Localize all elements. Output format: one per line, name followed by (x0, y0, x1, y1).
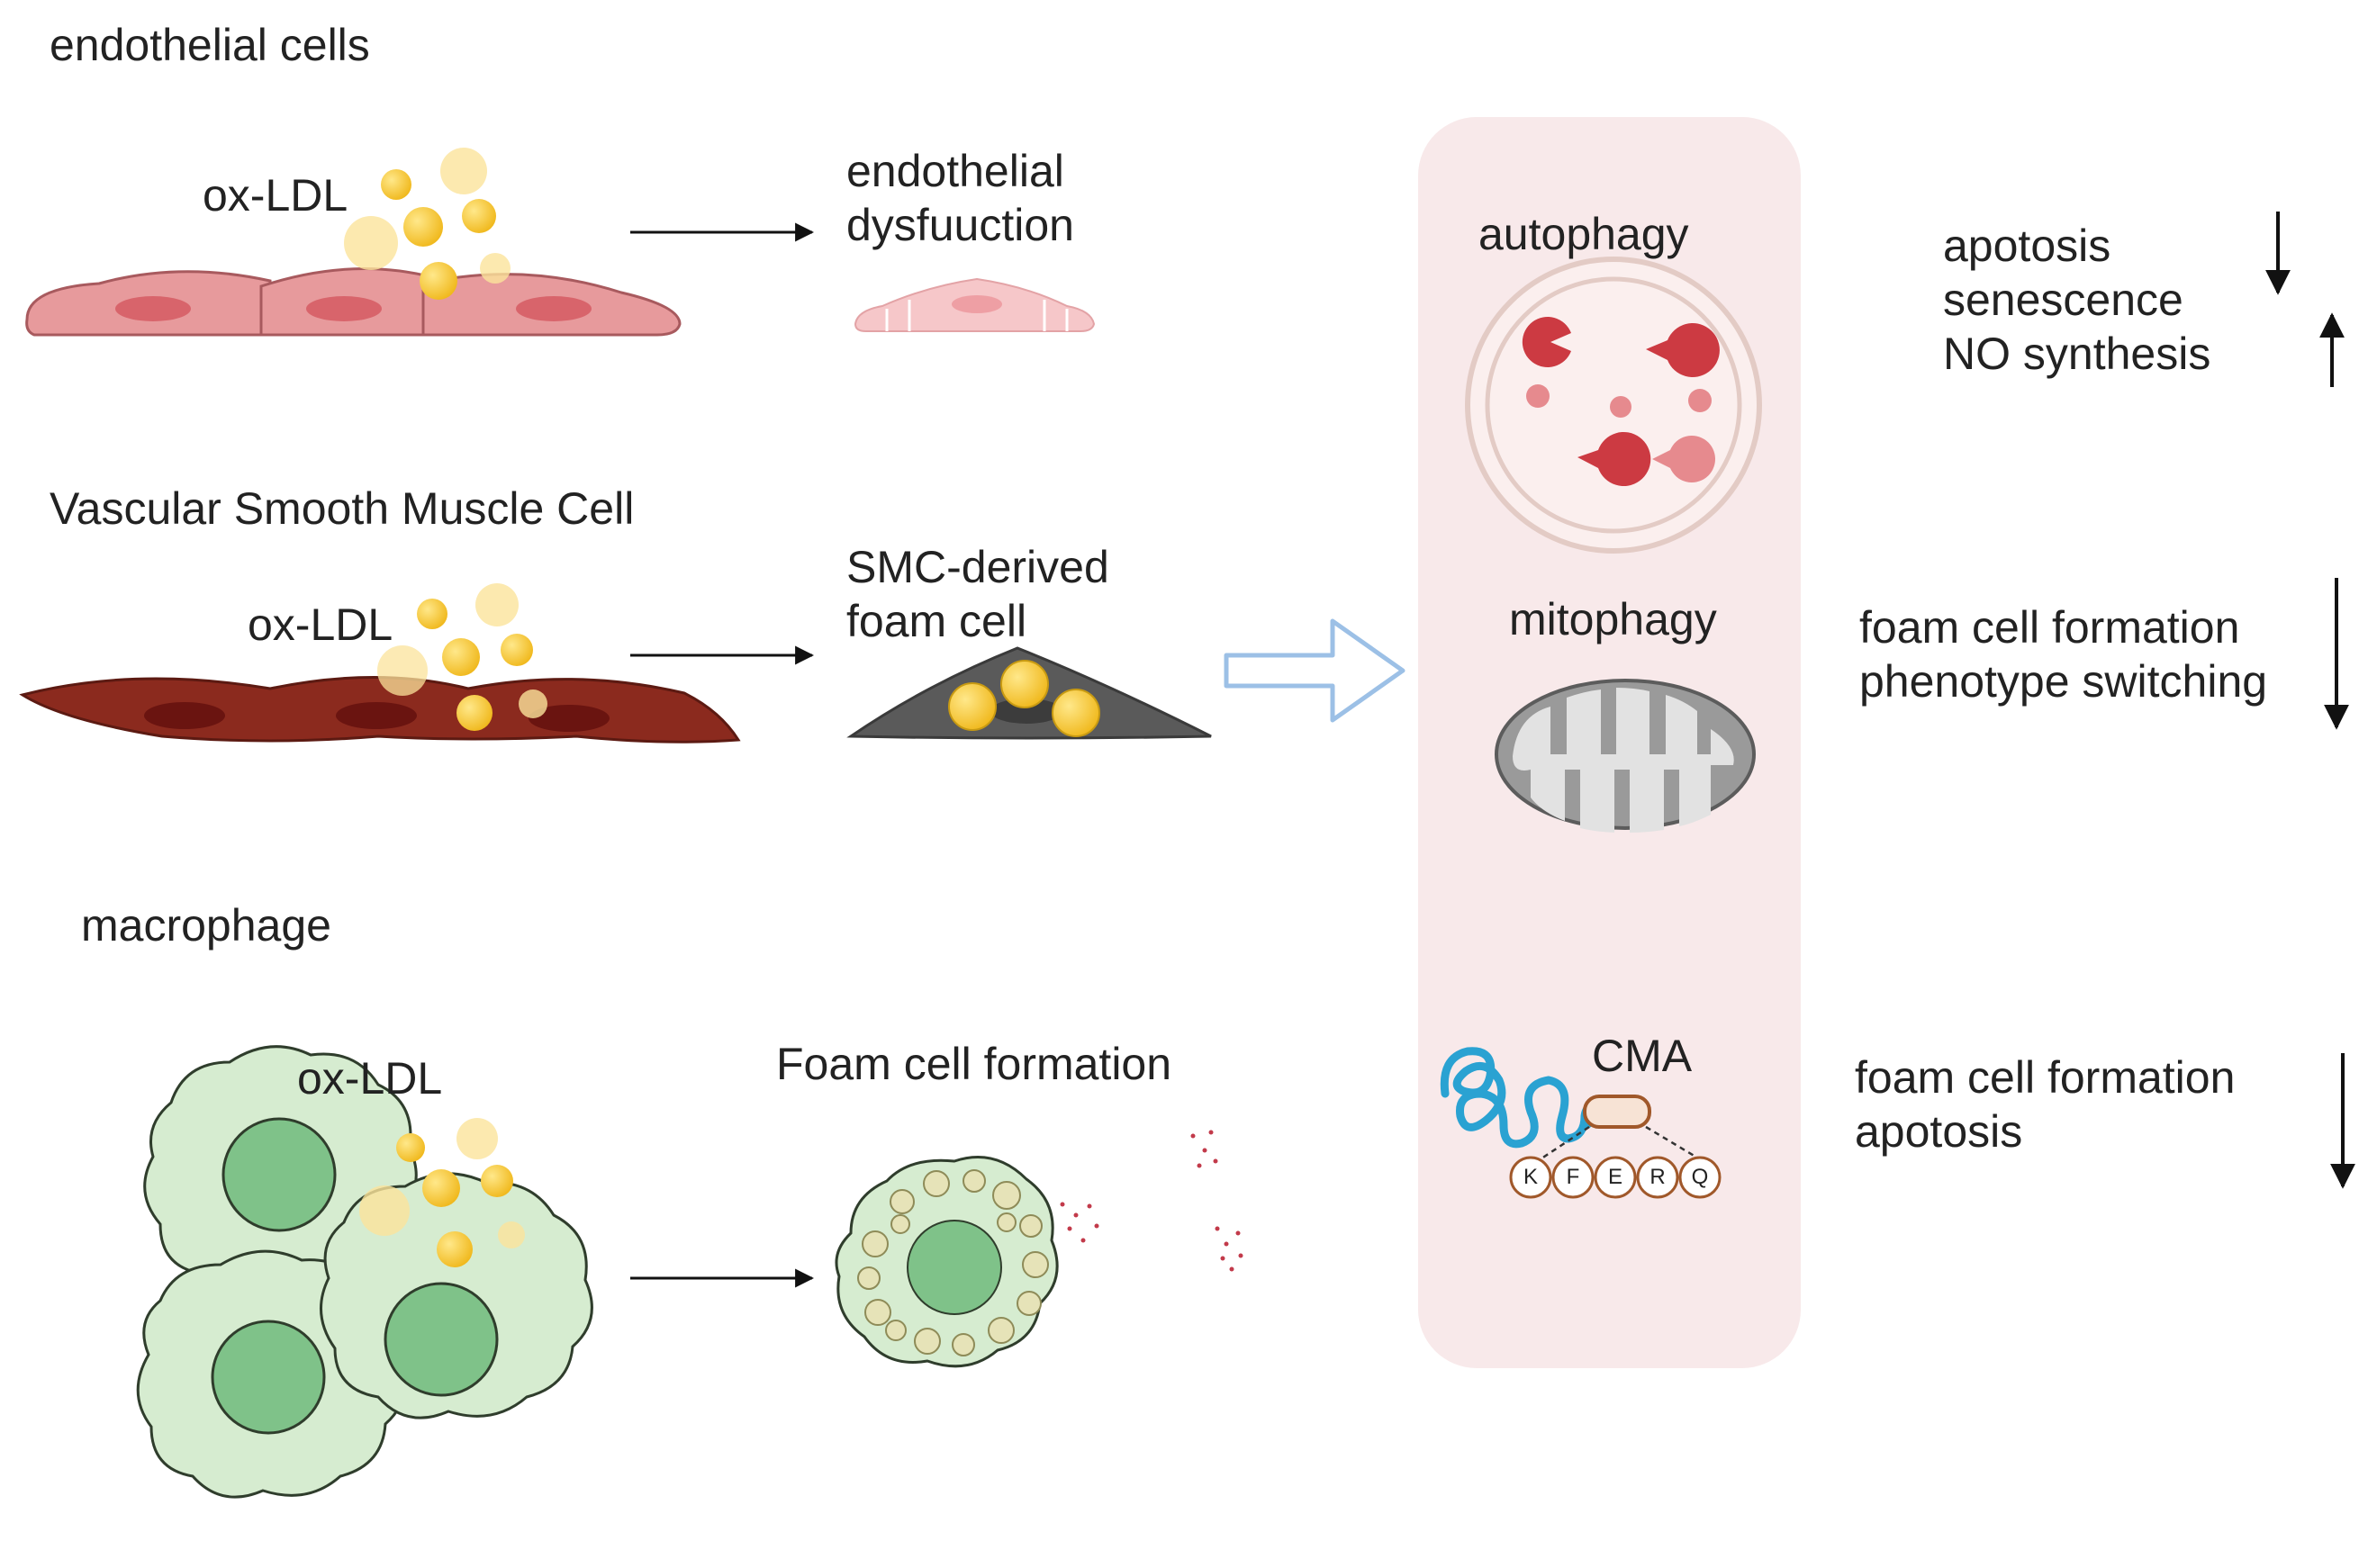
vsmc-stimulus-label: ox-LDL (248, 599, 393, 650)
autophagy-effect-1: apotosis (1943, 221, 2111, 271)
cma-effect-2: apotosis (1855, 1106, 2023, 1157)
released-particles (1060, 1130, 1243, 1272)
mitophagy-effect-2: phenotype switching (1859, 656, 2268, 707)
cma-icon (1440, 1047, 1722, 1199)
macrophage-cluster (136, 1045, 593, 1499)
smc-derived-foam-cell (846, 646, 1212, 740)
cma-effect-1: foam cell formation (1855, 1052, 2236, 1103)
endothelial-outcome-line2: dysfuuction (846, 200, 1074, 250)
cma-label: CMA (1592, 1031, 1693, 1081)
mitophagy-effect-1: foam cell formation (1859, 602, 2240, 653)
ox-ldl-particles-macrophage (359, 1118, 525, 1267)
cma-motif-k: K (1523, 1165, 1538, 1189)
cma-motif-q: Q (1691, 1165, 1709, 1189)
macrophage-foam-cell (835, 1156, 1059, 1368)
cma-motif-f: F (1566, 1165, 1580, 1189)
mitochondrion-icon (1495, 679, 1756, 833)
macrophage-outcome-label: Foam cell formation (776, 1039, 1172, 1089)
ox-ldl-particles-vsmc (377, 583, 547, 731)
vsmc-outcome-line1: SMC-derived (846, 542, 1109, 592)
vsmc-outcome-line2: foam cell (846, 596, 1027, 646)
endothelial-cells-title: endothelial cells (50, 20, 370, 70)
vsmc-title: Vascular Smooth Muscle Cell (50, 483, 635, 534)
autophagy-effect-2: senescence (1943, 275, 2183, 325)
cma-motif-r: R (1649, 1165, 1666, 1189)
mitophagy-label: mitophagy (1509, 594, 1717, 644)
macrophage-stimulus-label: ox-LDL (297, 1053, 443, 1104)
dysfunctional-endothelial-cell (854, 277, 1096, 332)
cma-motif-e: E (1607, 1165, 1622, 1189)
endothelial-cells-illustration (25, 267, 682, 337)
big-hollow-arrow (1224, 618, 1405, 723)
endothelial-outcome-line1: endothelial (846, 146, 1064, 196)
ox-ldl-particles-endothelial (344, 148, 511, 300)
vsmc-illustration (19, 676, 741, 743)
autophagy-effect-3: NO synthesis (1943, 329, 2211, 379)
endothelial-stimulus-label: ox-LDL (203, 170, 348, 221)
autophagy-label: autophagy (1478, 209, 1689, 259)
macrophage-title: macrophage (81, 900, 331, 951)
autophagosome-icon (1465, 257, 1762, 554)
